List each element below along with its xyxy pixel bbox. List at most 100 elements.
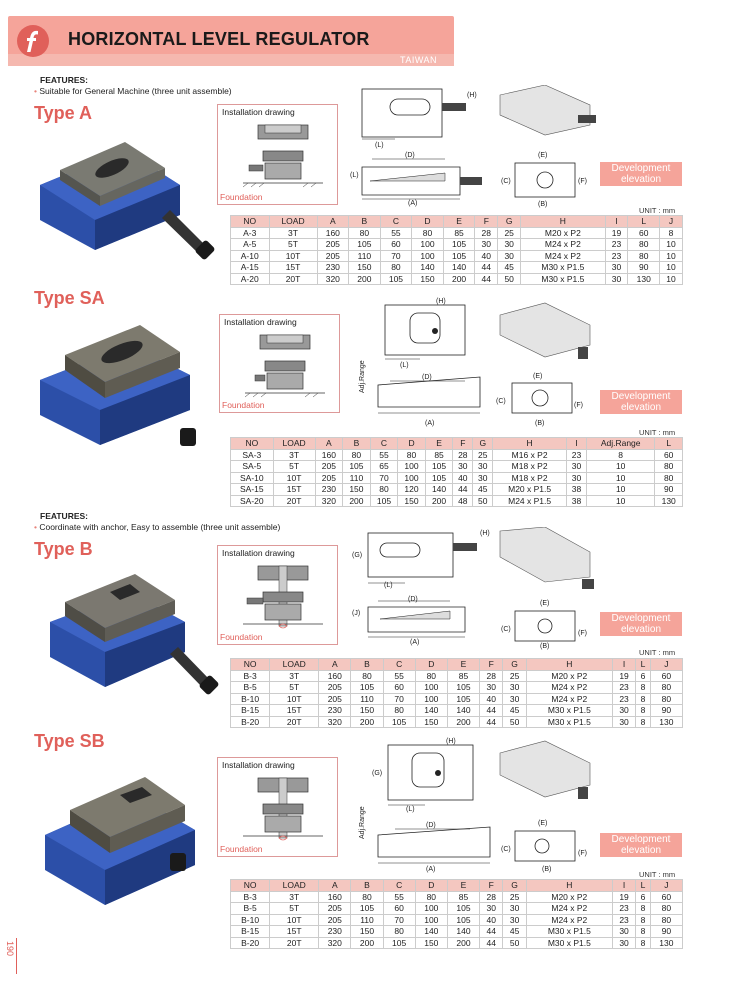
table-cell: A-10 [230,249,270,262]
type-a-product-photo [40,142,215,260]
table-cell: M24 x P1.5 [492,494,567,507]
column-header: A [314,437,344,450]
table-cell: 70 [379,249,413,262]
table-cell: 30 [604,261,629,274]
table-cell: 105 [369,494,399,507]
table-cell: 23 [565,448,587,461]
table-cell: 30 [472,471,494,484]
table-cell: M24 x P2 [520,249,606,262]
column-header: C [382,658,416,671]
table-cell: 60 [382,902,416,915]
table-cell: 100 [414,692,448,705]
table-cell: 10 [585,494,656,507]
table-cell: 110 [350,913,384,926]
installation-diagram [245,334,325,398]
installation-label: Installation drawing [222,760,295,770]
column-header: E [442,215,476,228]
table-cell: 80 [411,226,444,239]
table-cell: M30 x P1.5 [525,715,613,728]
table-cell: 150 [397,494,426,507]
features-label: FEATURES: [40,75,89,85]
dim-label-c: (C) [501,178,511,185]
features-text: Coordinate with anchor, Easy to assemble… [39,522,281,532]
table-cell: 80 [627,249,661,262]
column-header: G [502,879,527,892]
table-cell: 320 [314,494,344,507]
column-header: I [611,879,637,892]
table-cell: 140 [446,925,481,938]
table-cell: 10T [272,471,316,484]
table-cell: 44 [479,715,504,728]
table-cell: 44 [474,272,499,285]
table-cell: 5T [272,460,316,473]
table-cell: 80 [369,483,399,496]
table-cell: 80 [627,238,661,251]
dim-label-f: (F) [578,178,587,185]
table-cell: M20 x P2 [525,890,613,903]
dim-label-d: (D) [422,374,432,381]
column-header: I [565,437,587,450]
table-cell: 205 [318,692,352,705]
table-cell: 320 [316,272,350,285]
dev-line-2: elevation [620,624,662,635]
column-header: J [659,215,683,228]
table-cell: 10 [585,471,656,484]
table-cell: M20 x P2 [520,226,606,239]
table-cell: 30 [565,460,587,473]
table-cell: 23 [611,692,637,705]
table-cell: 130 [649,715,684,728]
table-cell: 3T [268,226,318,239]
table-cell: 8 [585,448,656,461]
table-cell: 160 [314,448,344,461]
table-cell: 80 [382,704,416,717]
column-header: L [654,437,683,450]
table-cell: 80 [350,890,384,903]
features-label: FEATURES: [40,511,89,521]
table-cell: SA-3 [230,448,274,461]
dim-label-c: (C) [496,398,506,405]
table-cell: 80 [350,669,384,682]
column-header: LOAD [269,658,320,671]
table-cell: 85 [446,890,481,903]
unit-label: UNIT : mm [639,428,676,437]
column-header: F [452,437,474,450]
table-cell: 140 [411,261,444,274]
table-cell: 19 [611,890,637,903]
table-cell: 3T [272,448,316,461]
dev-line-1: Development [611,613,671,624]
column-header: A [318,658,352,671]
table-cell: 150 [350,704,384,717]
table-cell: 70 [382,913,416,926]
dev-line-1: Development [611,834,671,845]
dim-label-d: (D) [408,596,418,603]
table-cell: 30 [502,902,527,915]
table-cell: 200 [350,936,384,949]
table-cell: 50 [502,715,527,728]
table-cell: 50 [502,936,527,949]
table-cell: 200 [342,494,371,507]
type-sb-title: Type SB [34,731,105,751]
dim-label-l: (L) [400,362,409,369]
dim-label-f: (F) [578,850,587,857]
dim-label-d: (D) [405,152,415,159]
table-cell: 80 [414,669,448,682]
table-cell: 140 [424,483,454,496]
table-cell: M18 x P2 [492,460,567,473]
table-cell: 45 [497,261,522,274]
unit-label: UNIT : mm [639,870,676,879]
table-cell: 40 [474,249,499,262]
type-sb-technical-drawing: (H) (G) (L) Adj.Range (D) (A) (E) (B) (C… [359,738,591,873]
unit-label: UNIT : mm [639,648,676,657]
table-cell: 85 [442,226,476,239]
table-cell: 19 [611,669,637,682]
table-cell: 55 [382,890,416,903]
type-a-title: Type A [34,103,93,123]
dim-label-h: (H) [467,92,477,99]
